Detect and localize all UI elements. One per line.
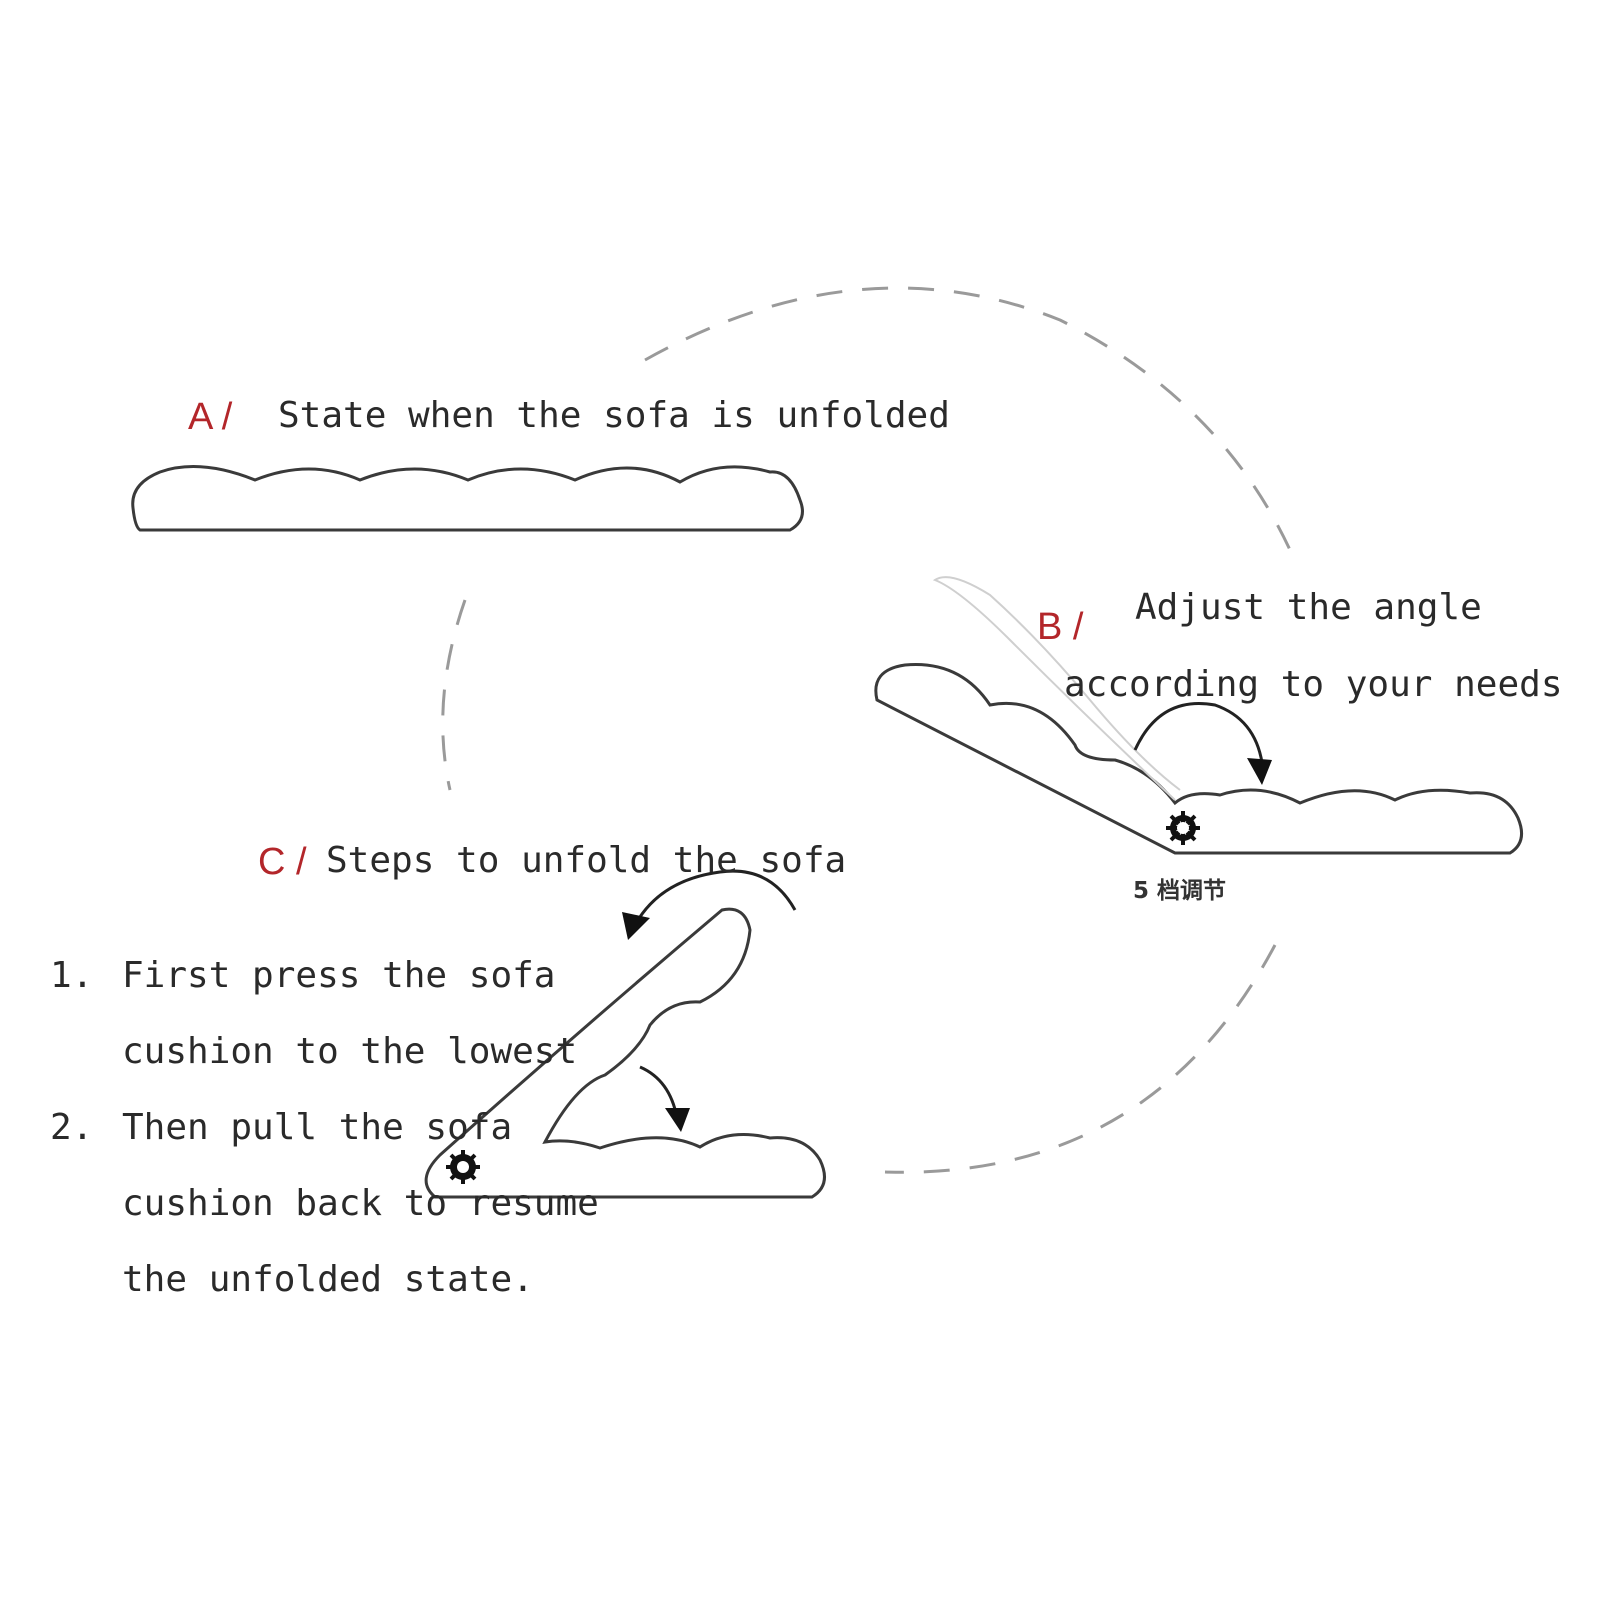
arrowhead-c-fold: [622, 912, 650, 940]
step-2-line1: Then pull the sofa: [122, 1107, 513, 1148]
gear-icon: [1166, 811, 1200, 845]
section-b-tag: B /: [1037, 606, 1084, 648]
section-a-caption: State when the sofa is unfolded: [278, 395, 950, 436]
guide-arc-left: [441, 599, 467, 791]
sofa-reclined: [874, 576, 1524, 855]
dashed-cycle-guide: [441, 286, 1292, 1174]
arrow-b-adjust: [1133, 702, 1265, 771]
guide-arc-top: [644, 286, 1292, 551]
section-b-caption-line2: according to your needs: [1064, 664, 1563, 705]
gear-icon: [446, 1150, 480, 1184]
guide-arc-bottom: [884, 944, 1277, 1174]
section-c-tag: C /: [258, 841, 307, 883]
step-1-line2: cushion to the lowest: [122, 1031, 578, 1072]
section-b-caption-line1: Adjust the angle: [1135, 587, 1482, 628]
step-2-line3: the unfolded state.: [122, 1259, 534, 1300]
section-a-tag: A /: [188, 396, 233, 438]
step-1-number: 1.: [50, 955, 94, 996]
section-c-caption: Steps to unfold the sofa: [326, 840, 847, 881]
curved-arrow-icon: [633, 702, 1265, 1119]
arrow-c-fold: [633, 869, 797, 926]
arrowhead-c-press: [665, 1108, 690, 1132]
step-2-number: 2.: [50, 1107, 94, 1148]
sofa-folding: [424, 907, 826, 1199]
step-2-line2: cushion back to resume: [122, 1183, 599, 1224]
step-1-line1: First press the sofa: [122, 955, 556, 996]
arrowhead-b: [1247, 758, 1272, 785]
sofa-unfolded: [131, 465, 804, 532]
gear-adjust-label: 5 档调节: [1133, 878, 1227, 904]
